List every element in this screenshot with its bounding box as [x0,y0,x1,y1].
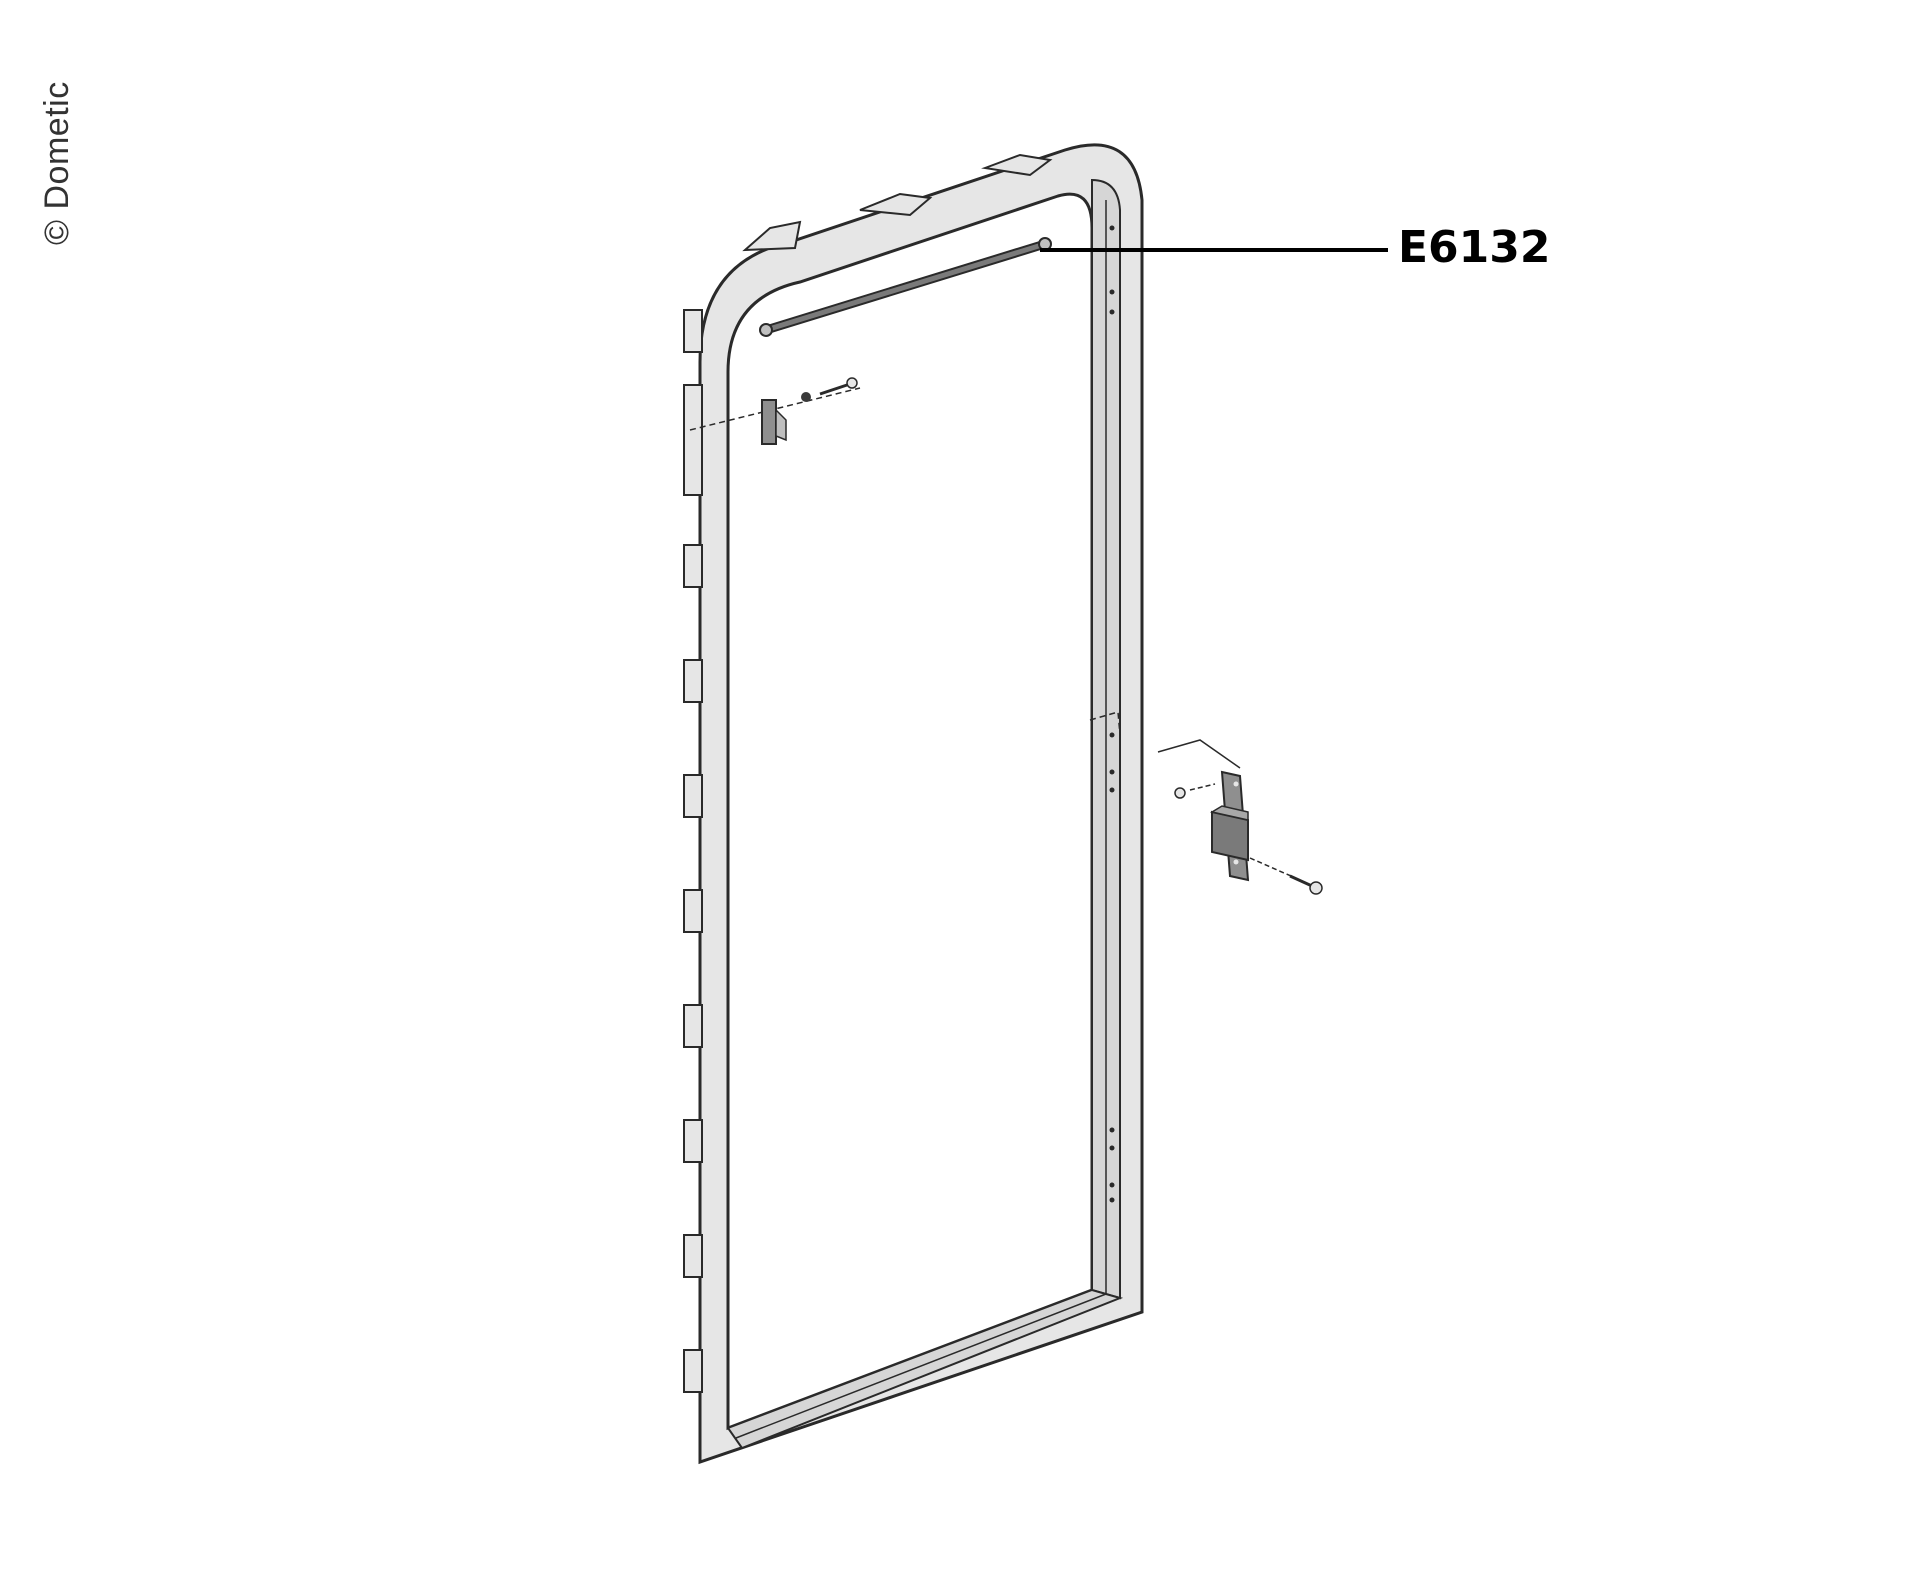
door-frame-inner-ledge-bottom [726,1288,1124,1450]
hinge-rod [759,237,1052,337]
lower-hinge-bracket [1089,711,1323,895]
door-frame-screw-holes [1109,225,1115,1203]
door-frame-body [698,143,1144,1465]
part-number-callout: E6132 [1398,222,1551,273]
door-frame-top-tabs [742,153,1053,252]
upper-hinge-bracket [689,377,861,445]
door-frame-edge-tabs [683,309,703,1393]
door-frame [683,143,1144,1465]
